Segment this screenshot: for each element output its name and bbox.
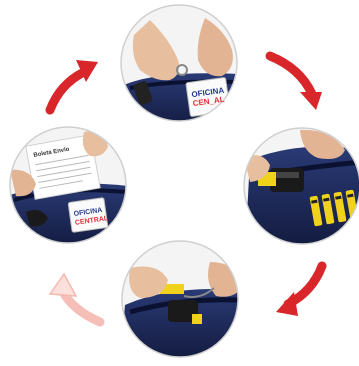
arrow-right-down-icon — [270, 56, 322, 110]
step-3-photo — [118, 238, 244, 361]
step-4-photo: Boleta Envío OFICINA CENTRAL — [8, 125, 133, 250]
arrow-down-left-icon — [276, 266, 322, 316]
step-2-photo — [240, 125, 359, 250]
step-1-photo: OFICINA CEN_AL — [110, 0, 250, 130]
arrow-up-faded-icon — [50, 274, 100, 322]
arrow-up-right-icon — [50, 60, 98, 110]
